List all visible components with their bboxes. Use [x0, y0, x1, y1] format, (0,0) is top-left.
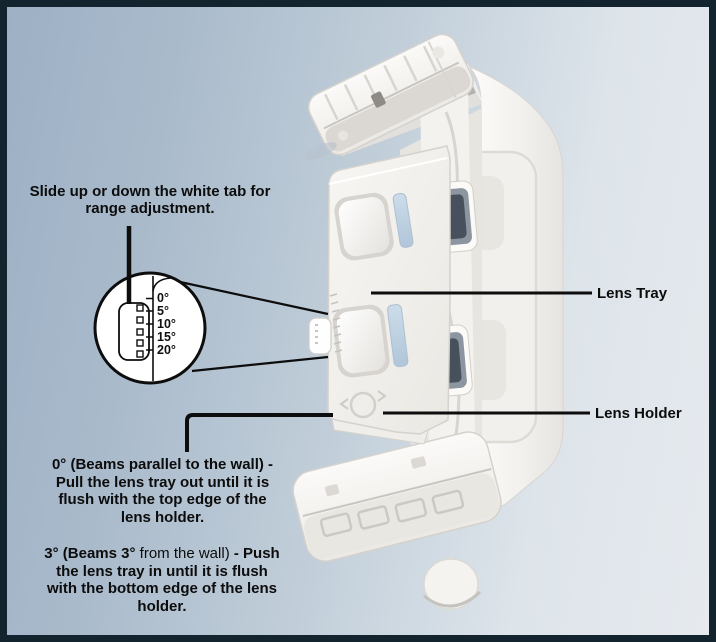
- scale-top-arc: [152, 277, 172, 292]
- lens-tray-label: Lens Tray: [597, 285, 668, 302]
- tray-emboss-chevrons: [339, 390, 387, 410]
- flange-clip: [370, 91, 386, 108]
- instruction-3deg-line2: the lens tray in until it is flush: [56, 562, 268, 580]
- instruction-0deg-line2: Pull the lens tray out until it is: [55, 473, 270, 491]
- slide-note-line1: Slide up or down the white tab for: [29, 183, 271, 200]
- lens-tray-panel: [327, 145, 451, 435]
- cone-line-bottom: [191, 355, 329, 373]
- flange-bottom-tip: [423, 558, 479, 610]
- scale-square-1: [136, 304, 144, 312]
- slide-note: Slide up or down the white tab for range…: [10, 183, 290, 217]
- instruction-3deg: 3° (Beams 3° from the wall) - Push the l…: [12, 545, 312, 615]
- range-adjustment-tab: [308, 317, 332, 355]
- tray-serrations: [329, 293, 343, 353]
- bottom-flange: [292, 431, 502, 562]
- device-photo: [292, 33, 564, 610]
- instruction-0deg-line1: 0° (Beams parallel to the wall) -: [51, 456, 274, 473]
- scale-label-20: 20°: [157, 343, 176, 357]
- scale-label-5: 5°: [157, 304, 169, 318]
- annotation-lines: [93, 226, 592, 452]
- scale-square-2: [136, 316, 144, 324]
- tray-top-highlight: [328, 157, 448, 185]
- scale-square-3: [136, 328, 144, 336]
- tab-outline: [118, 302, 150, 361]
- cone-line-top: [170, 278, 329, 316]
- scale-label-0: 0°: [157, 291, 169, 305]
- magnifier-circle: [93, 271, 207, 385]
- instruction-3deg-line4: holder.: [137, 597, 187, 615]
- scale-label-10: 10°: [157, 317, 176, 331]
- scale-square-5: [136, 350, 144, 358]
- lens-holder-label: Lens Holder: [595, 405, 682, 422]
- tray-opening-top: [334, 192, 414, 261]
- scale-label-15: 15°: [157, 330, 176, 344]
- instruction-0deg-line3: flush with the top edge of the: [58, 491, 267, 508]
- slide-note-line2: range adjustment.: [85, 199, 215, 217]
- instruction-3deg-line1: 3° (Beams 3° from the wall) - Push: [44, 545, 280, 562]
- bottom-tip-shade: [423, 590, 482, 608]
- tray-emboss-circle: [349, 391, 377, 419]
- instruction-3deg-line3: with the bottom edge of the lens: [47, 580, 277, 597]
- instruction-connector: [185, 413, 333, 452]
- flange-tip-shadow: [305, 142, 337, 160]
- scale-square-4: [136, 339, 144, 347]
- top-flange: [307, 33, 474, 156]
- tray-opening-bottom: [332, 304, 409, 378]
- instruction-0deg: 0° (Beams parallel to the wall) - Pull t…: [20, 456, 305, 526]
- instruction-0deg-line4: lens holder.: [120, 508, 205, 526]
